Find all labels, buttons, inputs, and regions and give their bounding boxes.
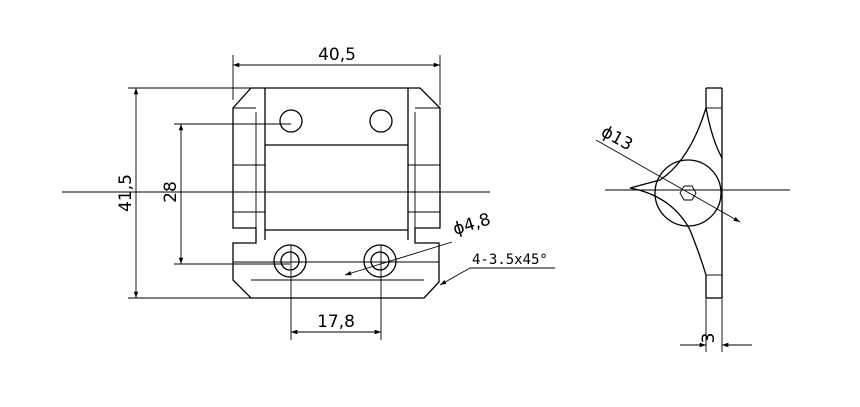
hole-bottom-right-inner xyxy=(370,251,390,271)
hole-bottom-left-inner xyxy=(280,251,300,271)
dim-label-hole-diameter: ϕ4,8 xyxy=(451,209,493,239)
hole-bottom-right-outer xyxy=(363,244,397,278)
pin-circle xyxy=(654,159,722,227)
hole-bottom-left-outer xyxy=(273,244,307,278)
dim-label-chamfer: 4-3.5x45° xyxy=(472,252,548,268)
hole-top-left xyxy=(279,109,303,133)
side-wing-profile xyxy=(629,107,707,276)
leader-pin-diameter xyxy=(595,139,741,223)
dim-label-pin-diameter: ϕ13 xyxy=(598,122,636,155)
front-view: 40,5 41,5 28 17,8 ϕ4,8 4-3.5x45° xyxy=(62,45,555,340)
leader-chamfer xyxy=(439,267,471,286)
hinge-outline xyxy=(232,87,441,299)
hex-socket-icon xyxy=(679,185,697,201)
dim-label-hole-vertical: 28 xyxy=(161,181,181,203)
dim-label-thickness: 3 xyxy=(699,333,719,344)
leader-hole-diameter xyxy=(344,241,453,276)
dim-label-height: 41,5 xyxy=(116,174,136,212)
hole-top-right xyxy=(369,109,393,133)
dim-label-width: 40,5 xyxy=(318,45,356,65)
side-view: ϕ13 3 xyxy=(595,87,790,352)
dim-label-hole-horizontal: 17,8 xyxy=(317,312,355,332)
